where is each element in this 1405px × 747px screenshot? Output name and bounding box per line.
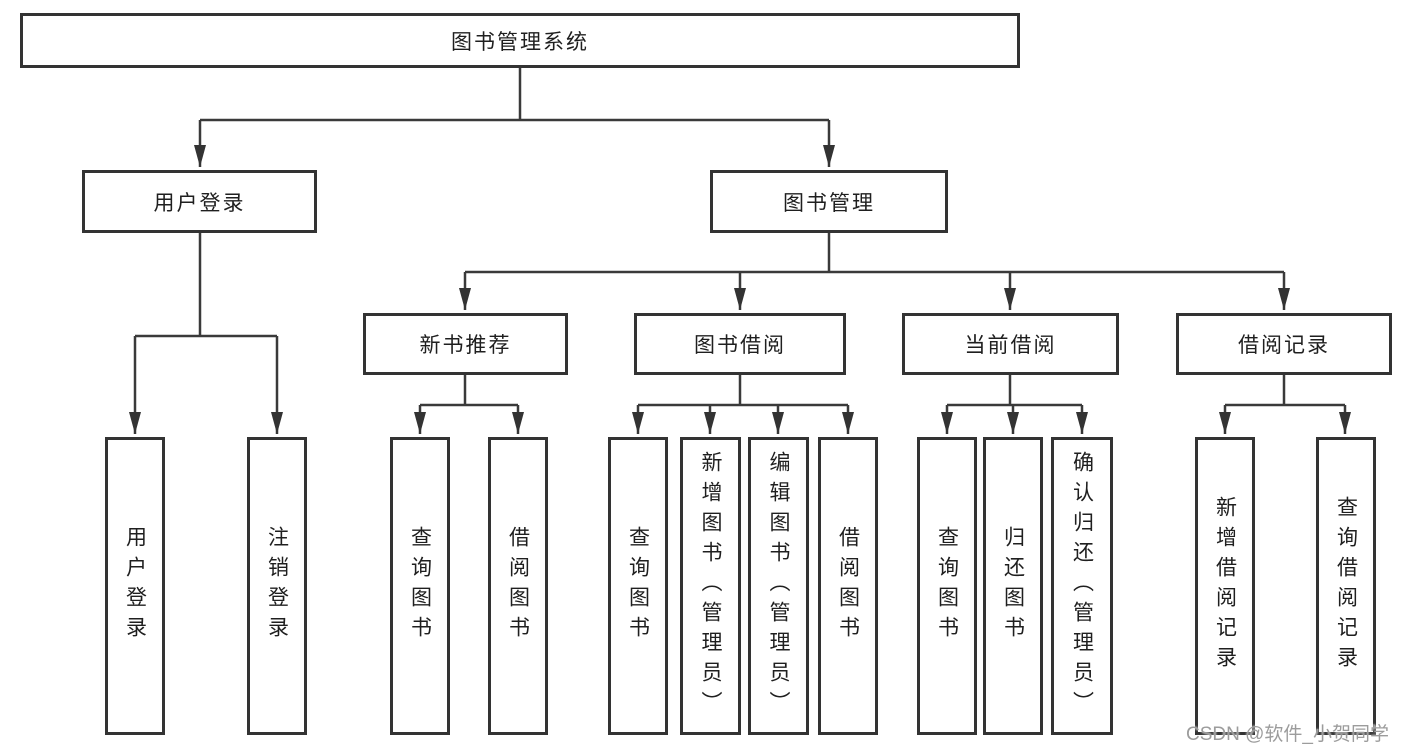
node-new-book-recommend: 新书推荐: [363, 313, 568, 375]
node-book-borrow: 图书借阅: [634, 313, 846, 375]
leaf-query-borrow-record: 查询借阅记录: [1316, 437, 1376, 735]
node-borrow-records: 借阅记录: [1176, 313, 1392, 375]
node-library-management-system: 图书管理系统: [20, 13, 1020, 68]
leaf-borrow-books: 借阅图书: [488, 437, 548, 735]
leaf-query-books: 查询图书: [608, 437, 668, 735]
node-user-login: 用户登录: [82, 170, 317, 233]
leaf-borrow-books: 借阅图书: [818, 437, 878, 735]
leaf-edit-book-admin: 编辑图书（管理员）: [748, 437, 809, 735]
leaf-return-books: 归还图书: [983, 437, 1043, 735]
leaf-user-login: 用户登录: [105, 437, 165, 735]
leaf-logout: 注销登录: [247, 437, 307, 735]
node-book-management: 图书管理: [710, 170, 948, 233]
leaf-query-books: 查询图书: [917, 437, 977, 735]
leaf-query-books: 查询图书: [390, 437, 450, 735]
leaf-add-borrow-record: 新增借阅记录: [1195, 437, 1255, 735]
leaf-add-book-admin: 新增图书（管理员）: [680, 437, 741, 735]
node-current-borrow: 当前借阅: [902, 313, 1119, 375]
leaf-confirm-return-admin: 确认归还（管理员）: [1051, 437, 1113, 735]
